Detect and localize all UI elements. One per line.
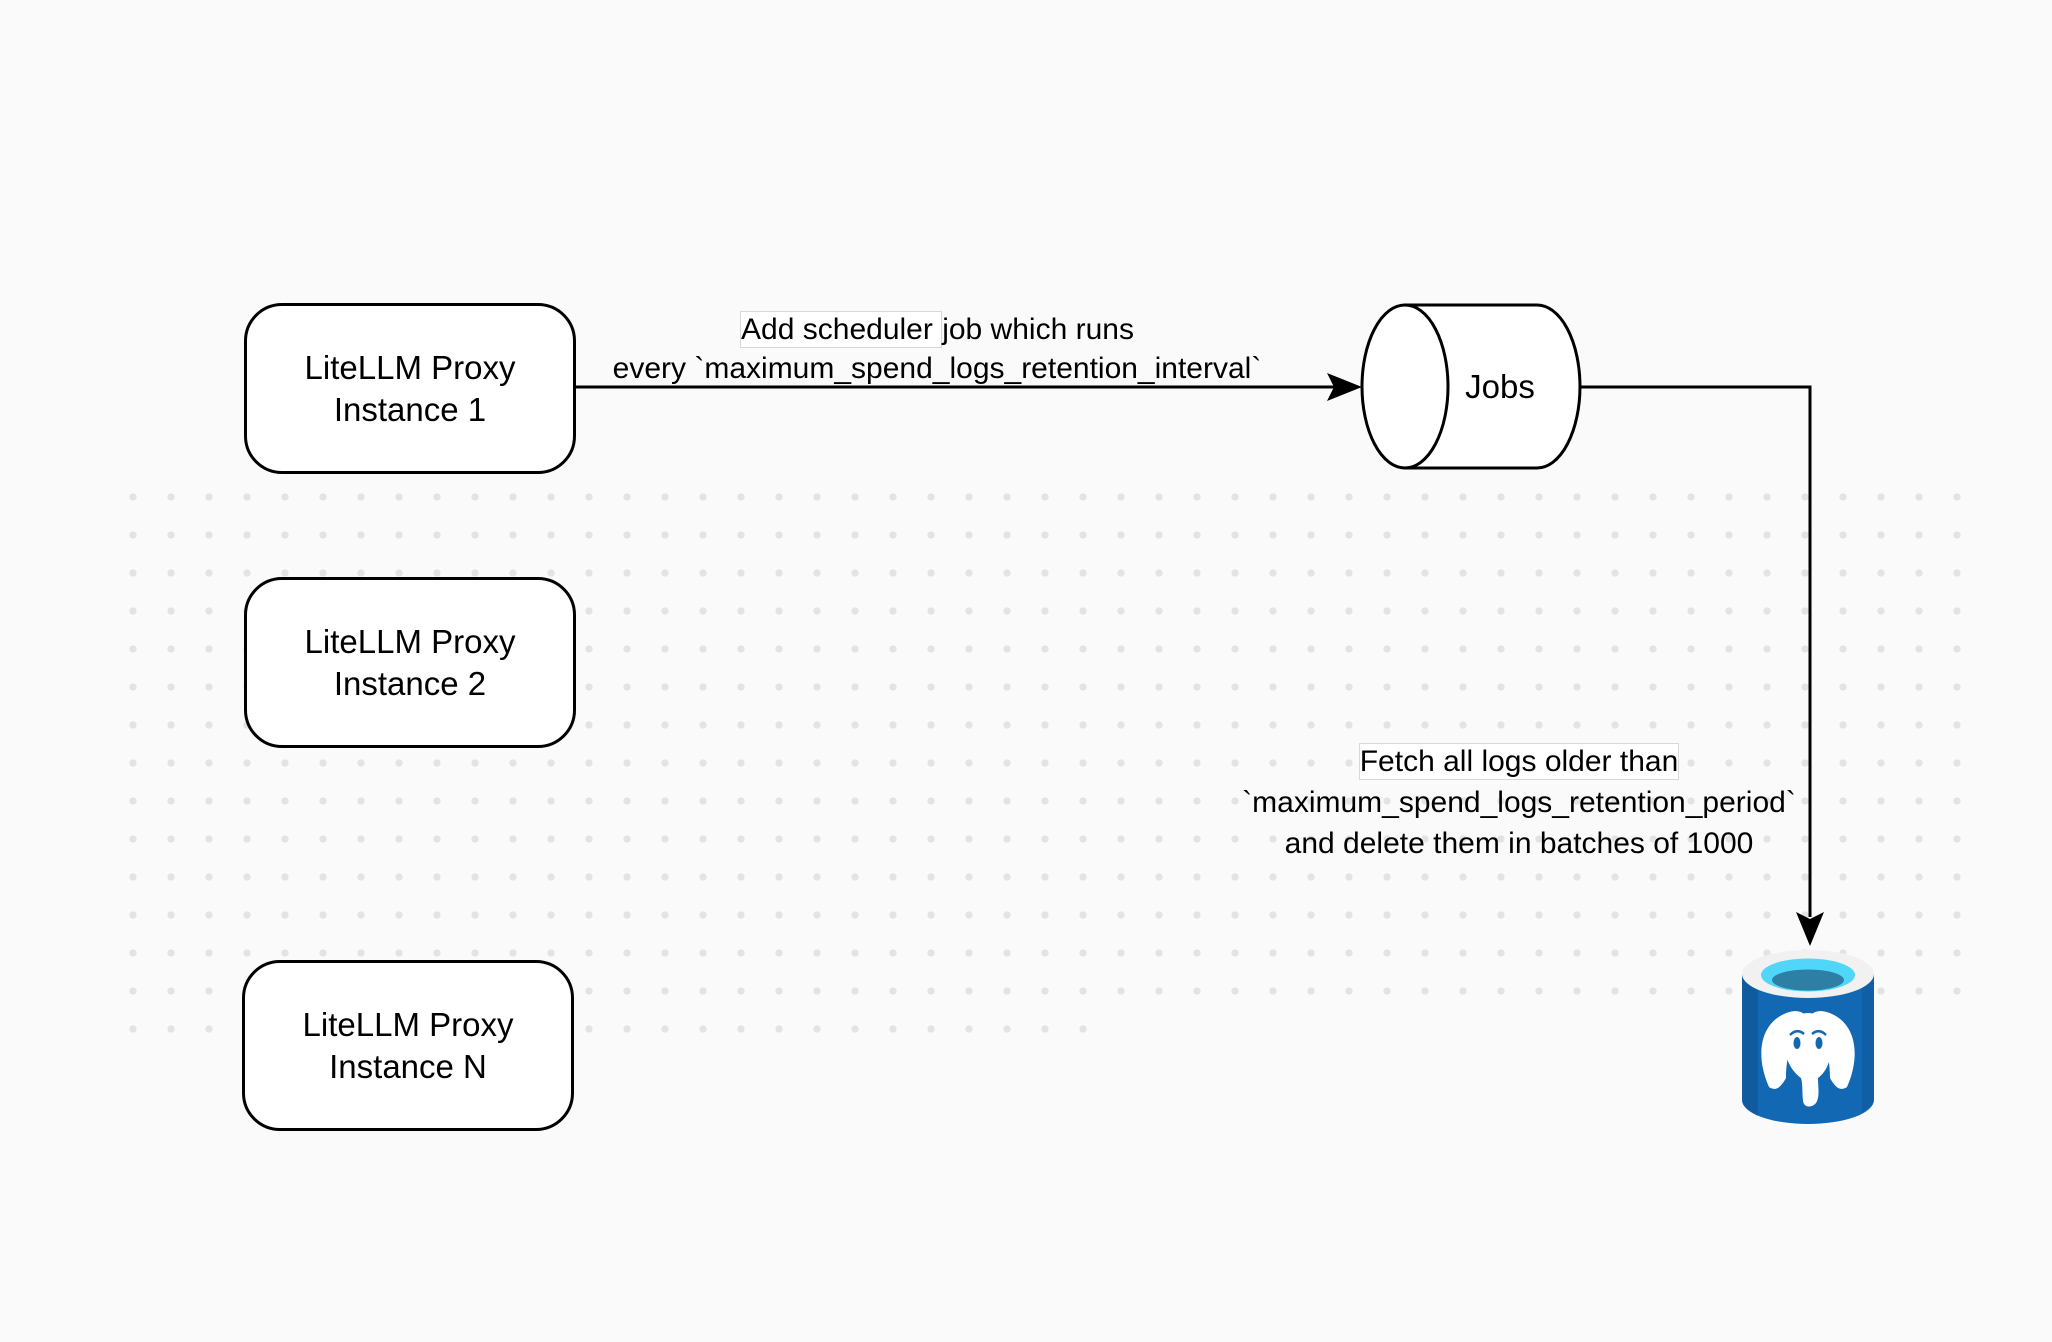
edge-label-schedule-line1-boxed: Add scheduler <box>740 311 943 348</box>
arrowhead-right-icon <box>1327 373 1362 401</box>
edge-label-schedule-line2: every `maximum_spend_logs_retention_inte… <box>612 352 1262 385</box>
node-label-line2: Instance N <box>329 1047 487 1085</box>
node-label-line2: Instance 1 <box>333 390 487 428</box>
edge-label-schedule-line1: Add scheduler job which runs <box>537 310 1337 349</box>
pg-cylinder-shade <box>1741 974 1758 1116</box>
node-label-line1: LiteLLM Proxy <box>304 622 516 660</box>
node-label-line2: Instance 2 <box>333 664 487 702</box>
jobs-cylinder <box>1360 303 1582 470</box>
node-litellm-proxy-instance-2: LiteLLM Proxy Instance 2 <box>244 577 576 748</box>
edge-label-fetch-line3: and delete them in batches of 1000 <box>1284 827 1754 860</box>
edge-label-fetch: Fetch all logs older than `maximum_spend… <box>1119 741 1919 864</box>
edge-fetch-arrow <box>1580 385 1824 946</box>
node-litellm-proxy-instance-n: LiteLLM Proxy Instance N <box>242 960 574 1131</box>
node-label-line1: LiteLLM Proxy <box>302 1005 514 1043</box>
node-litellm-proxy-instance-1: LiteLLM Proxy Instance 1 <box>244 303 576 474</box>
edge-label-fetch-line1-boxed: Fetch all logs older than <box>1358 743 1680 780</box>
elephant-logo <box>1761 1011 1855 1107</box>
edge-schedule-arrow <box>570 373 1362 401</box>
arrowhead-down-icon <box>1796 912 1824 946</box>
edge-label-fetch-line2: `maximum_spend_logs_retention_period` <box>1242 786 1796 819</box>
postgresql-icon <box>1741 950 1874 1124</box>
edge-label-fetch-line1: Fetch all logs older than <box>1119 741 1919 782</box>
edge-label-schedule: Add scheduler job which runs every `maxi… <box>537 310 1337 388</box>
node-label-line1: LiteLLM Proxy <box>304 348 516 386</box>
edge-label-schedule-line1-rest: job which runs <box>942 313 1134 346</box>
jobs-cylinder-label: Jobs <box>1465 368 1535 405</box>
pg-top-pool <box>1772 969 1844 991</box>
pg-cylinder-shade-right <box>1862 974 1874 1112</box>
